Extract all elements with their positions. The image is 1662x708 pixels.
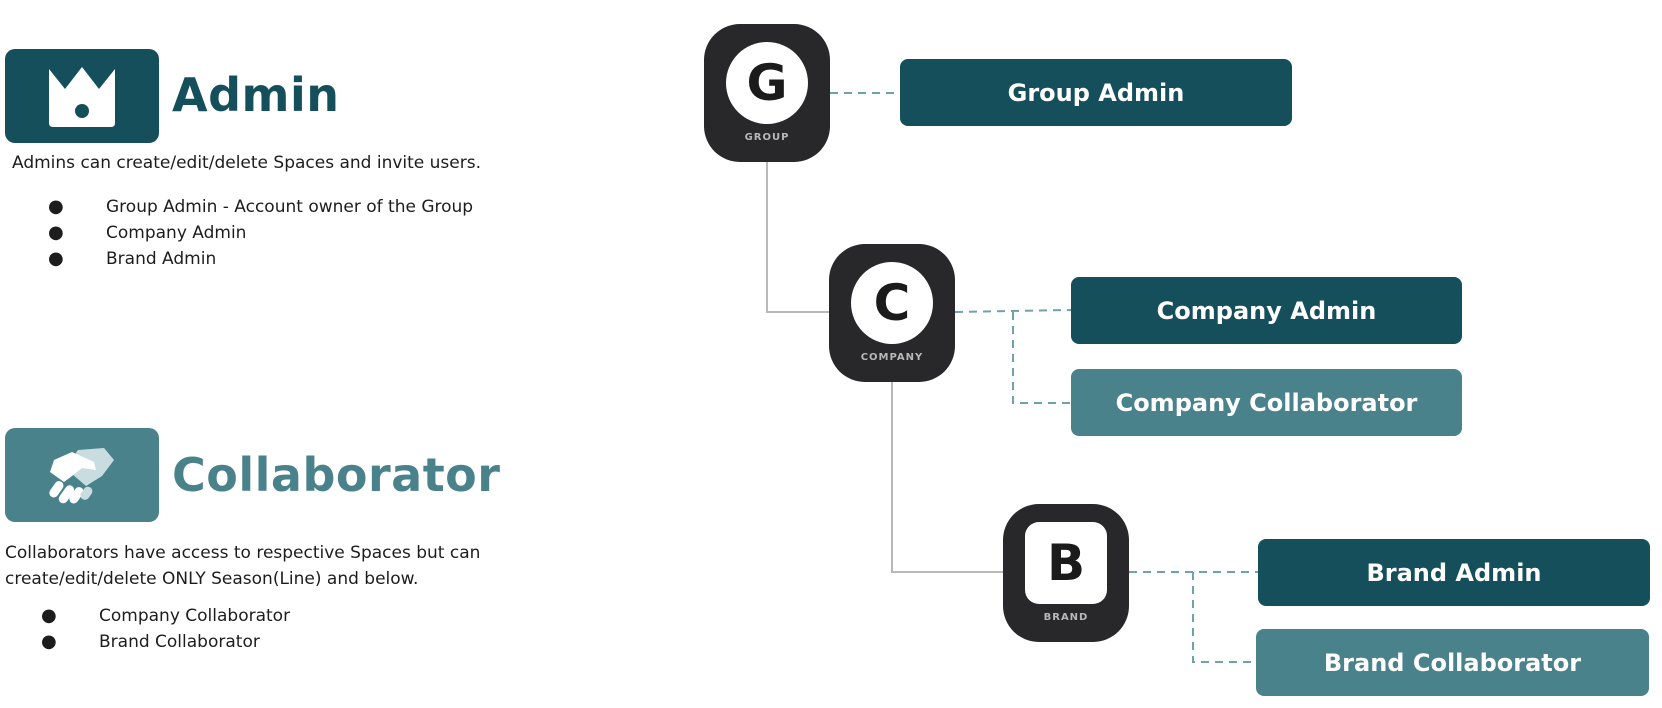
admin-description-line: Admins can create/edit/delete Spaces and… — [12, 153, 482, 173]
dashed-connector-brand-collaborator — [1192, 572, 1256, 663]
group-letter-badge: G — [726, 42, 808, 124]
brand-level-node: B BRAND — [1003, 504, 1129, 642]
collaborator-description: Collaborators have access to respective … — [5, 540, 480, 592]
bullet-dot: ● — [41, 605, 57, 626]
bullet-dot: ● — [48, 196, 64, 217]
brand-admin-box: Brand Admin — [1258, 539, 1650, 606]
crown-icon — [49, 67, 115, 127]
company-level-caption: COMPANY — [860, 352, 924, 363]
admin-tile — [5, 49, 159, 143]
company-level-node: C COMPANY — [829, 244, 955, 382]
handshake-icon — [49, 448, 114, 504]
solid-connector-group-company — [766, 162, 830, 313]
bullet-dot: ● — [48, 248, 64, 269]
company-collaborator-box: Company Collaborator — [1071, 369, 1462, 436]
group-level-caption: GROUP — [744, 132, 790, 143]
list-item-text: Group Admin - Account owner of the Group — [106, 197, 474, 217]
collaborator-description-line: create/edit/delete ONLY Season(Line) and… — [5, 569, 419, 589]
dashed-connector-company-collaborator — [1012, 312, 1071, 404]
admin-title: Admin — [172, 68, 340, 122]
solid-connector-company-brand — [891, 382, 1003, 573]
bullet-dot: ● — [48, 222, 64, 243]
company-admin-box: Company Admin — [1071, 277, 1462, 344]
brand-level-caption: BRAND — [1043, 612, 1089, 623]
bullet-dot: ● — [41, 631, 57, 652]
list-item-text: Company Admin — [106, 223, 247, 243]
group-admin-box: Group Admin — [900, 59, 1292, 126]
brand-collaborator-box: Brand Collaborator — [1256, 629, 1649, 696]
dashed-connector-company-admin — [954, 309, 1072, 313]
collaborator-tile — [5, 428, 159, 522]
collaborator-title: Collaborator — [172, 448, 501, 502]
group-level-node: G GROUP — [704, 24, 830, 162]
list-item-text: Company Collaborator — [99, 606, 291, 626]
brand-letter-badge: B — [1025, 522, 1107, 604]
admin-description: Admins can create/edit/delete Spaces and… — [12, 150, 481, 176]
list-item-text: Brand Collaborator — [99, 632, 260, 652]
company-letter-badge: C — [851, 262, 933, 344]
list-item-text: Brand Admin — [106, 249, 217, 269]
collaborator-description-line: Collaborators have access to respective … — [5, 543, 481, 563]
